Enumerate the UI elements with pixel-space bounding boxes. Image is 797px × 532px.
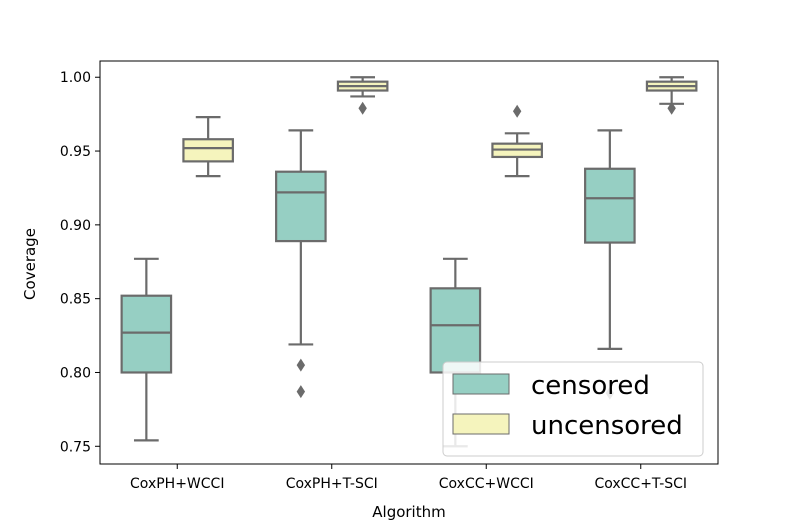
box-iqr: [120, 294, 173, 374]
box-censored-1: [120, 257, 173, 442]
box-uncensored-2: [336, 76, 389, 115]
y-tick-label: 0.85: [60, 292, 91, 308]
axes-frame: [99, 60, 719, 465]
box-censored-2: [275, 129, 327, 399]
outlier-point: [358, 101, 367, 115]
box-uncensored-4: [645, 76, 698, 115]
y-tick-label: 0.75: [60, 439, 91, 455]
y-tick-label: 1.00: [60, 70, 91, 86]
outlier-point: [296, 385, 306, 399]
y-axis-label: Coverage: [21, 228, 39, 300]
x-tick-label: CoxCC+T-SCI: [594, 476, 687, 492]
y-tick-label: 0.80: [60, 365, 91, 381]
outlier-point: [667, 101, 676, 115]
legend-swatch-uncensored: [452, 413, 510, 435]
outlier-point: [296, 358, 306, 372]
box-uncensored-3: [491, 104, 543, 178]
box-iqr: [429, 287, 482, 374]
legend: censored uncensored: [442, 361, 704, 457]
legend-swatch-censored: [452, 373, 510, 395]
y-tick-label: 0.90: [60, 218, 91, 234]
box-iqr: [275, 170, 327, 243]
outlier-point: [512, 104, 522, 118]
x-axis-label: Algorithm: [372, 503, 445, 521]
x-tick-label: CoxPH+WCCI: [130, 476, 224, 492]
box-iqr: [182, 138, 234, 163]
x-tick-label: CoxPH+T-SCI: [286, 476, 378, 492]
box-uncensored-1: [182, 115, 234, 178]
legend-label-uncensored: uncensored: [531, 411, 683, 441]
box-censored-4: [584, 129, 636, 400]
x-tick-label: CoxCC+WCCI: [439, 476, 534, 492]
legend-label-censored: censored: [531, 371, 650, 401]
y-tick-label: 0.95: [60, 144, 91, 160]
box-iqr: [584, 167, 636, 244]
